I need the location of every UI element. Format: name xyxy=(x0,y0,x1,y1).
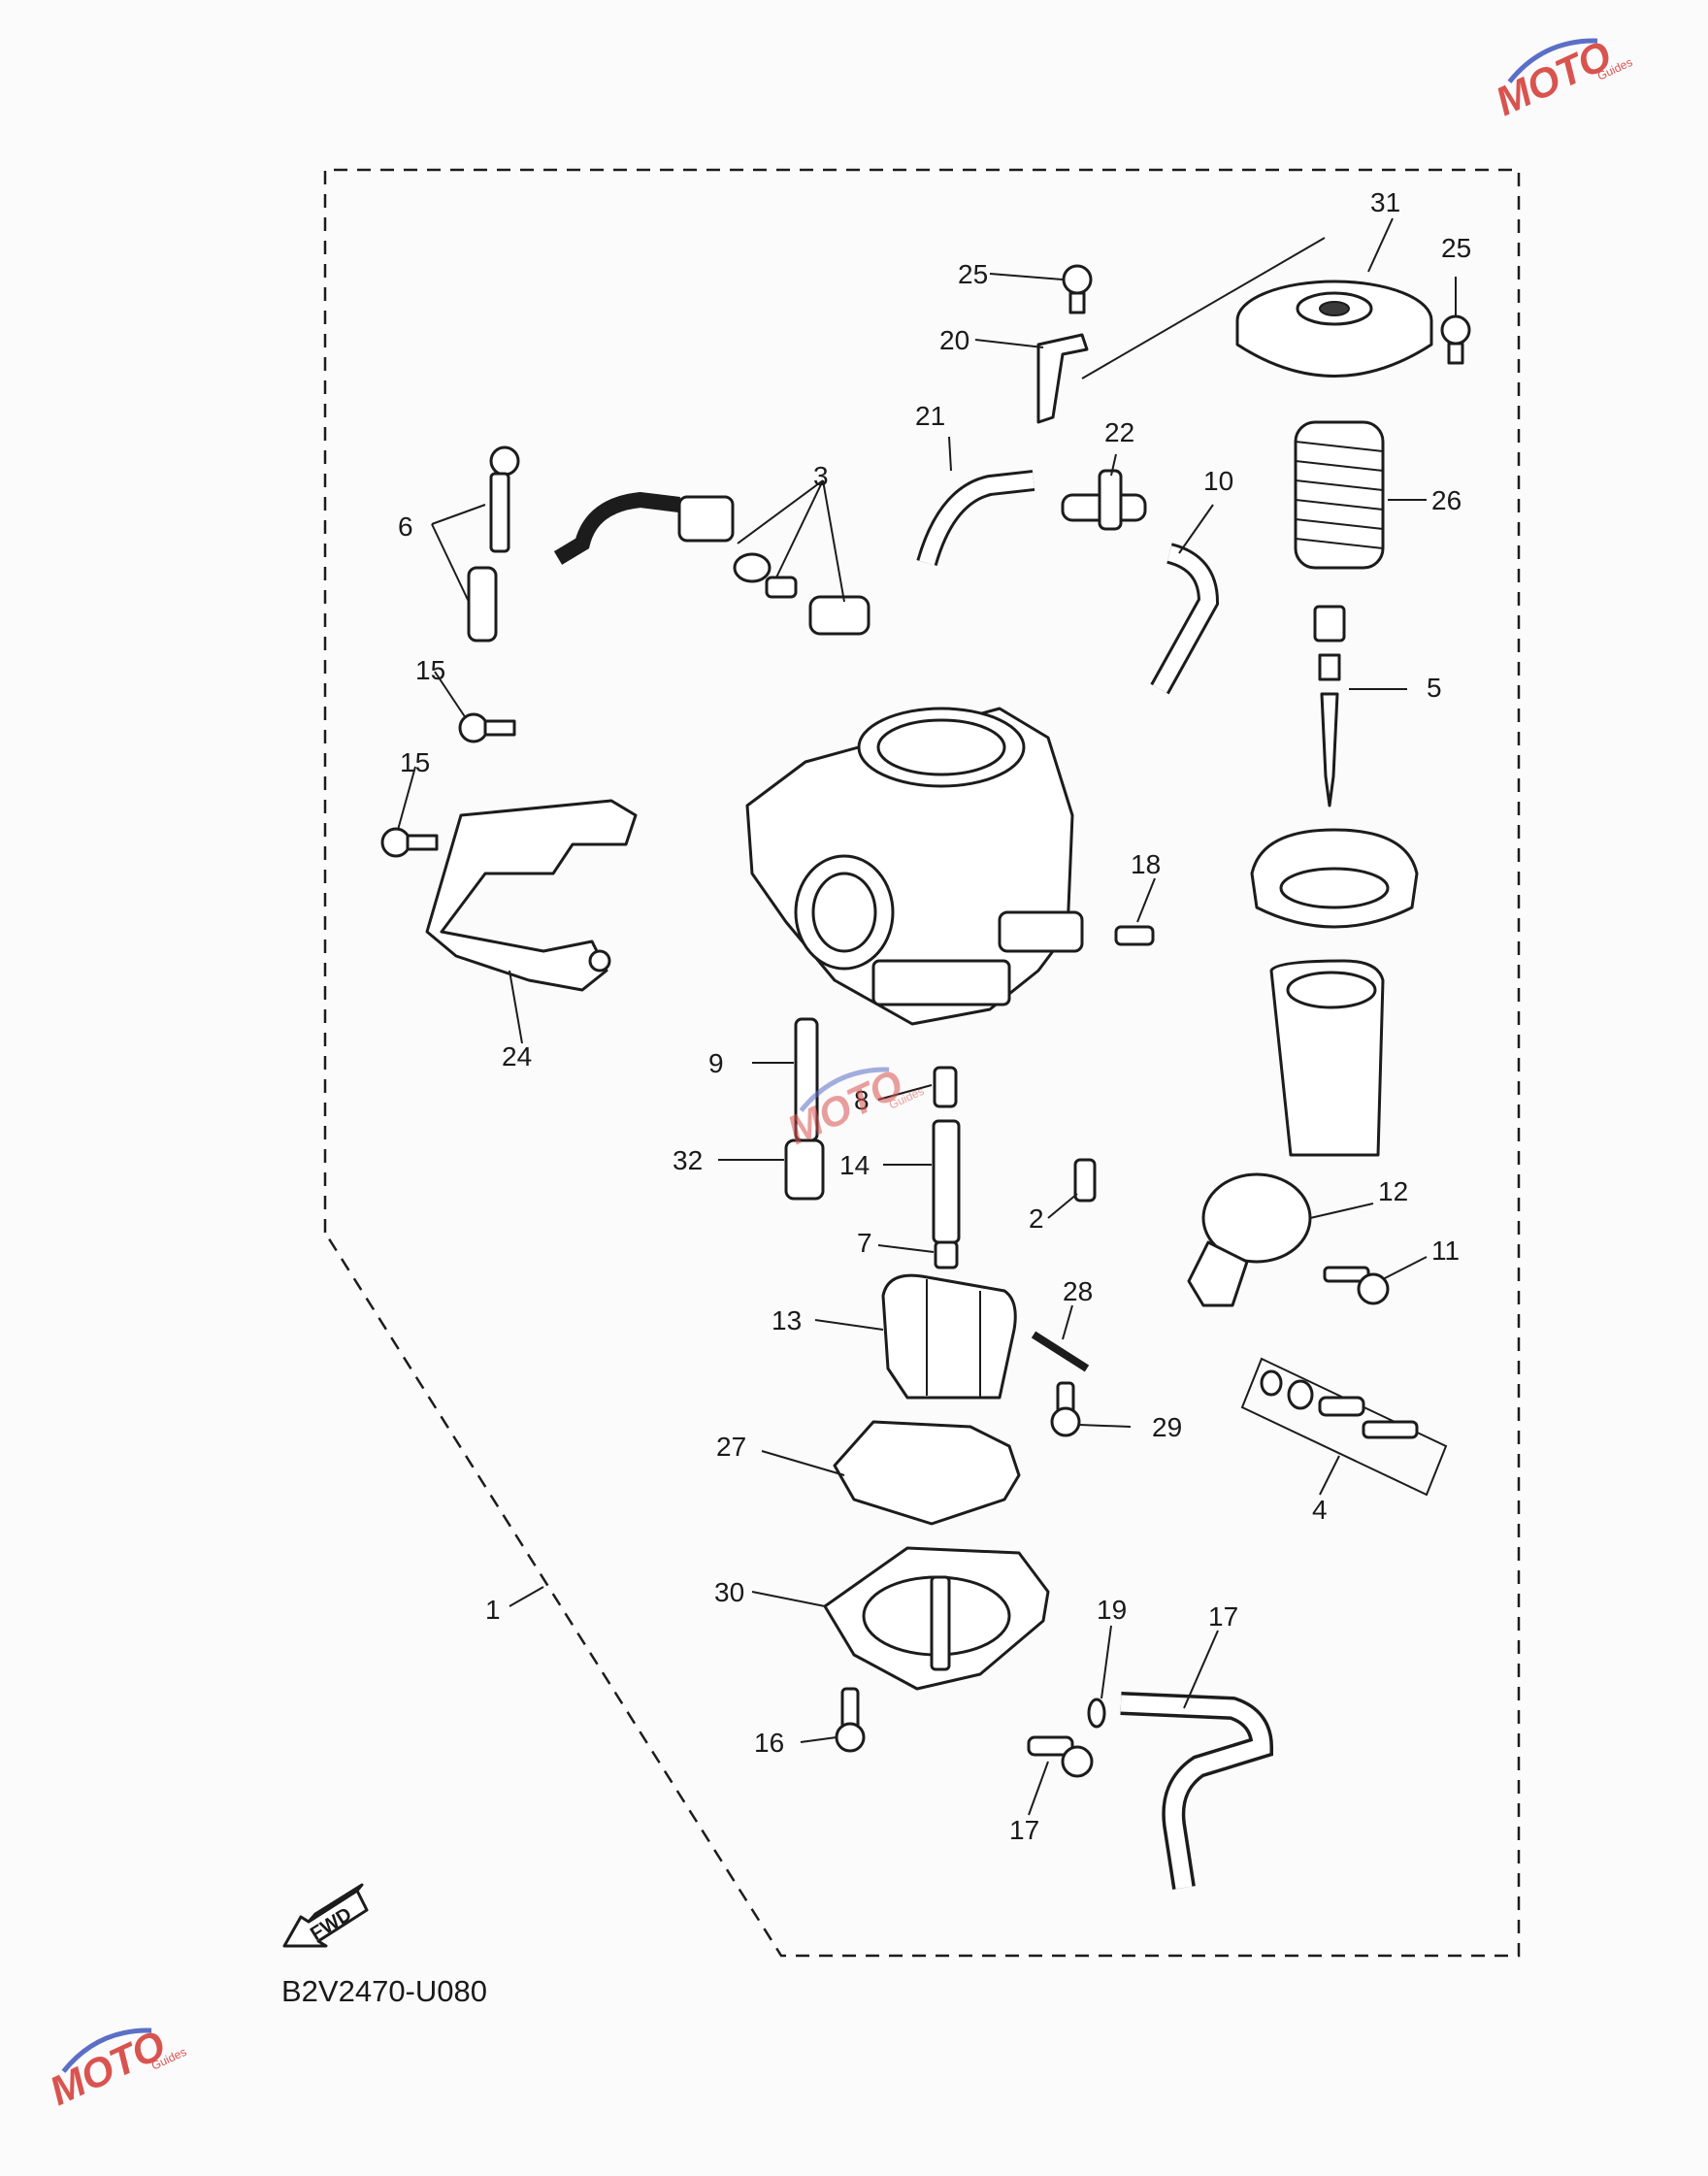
pin-28 xyxy=(1031,1331,1090,1372)
screw-15-upper xyxy=(458,712,516,743)
screw-25-right xyxy=(1440,314,1471,365)
callout-4: 4 xyxy=(1312,1495,1328,1525)
callout-31: 30 xyxy=(714,1577,744,1607)
callout-25-right: 25 xyxy=(1441,233,1471,263)
screw-15-lower xyxy=(380,827,439,858)
callout-15-lower: 15 xyxy=(400,747,430,777)
callout-24: 24 xyxy=(502,1041,532,1072)
callout-1: 1 xyxy=(485,1595,501,1625)
sensor-12 xyxy=(1187,1172,1312,1307)
screw-16 xyxy=(835,1687,866,1753)
float-13 xyxy=(881,1273,1017,1400)
main-jet-7 xyxy=(934,1240,959,1269)
screw-18 xyxy=(1114,925,1155,946)
callout-labels: 25 20 31 25 26 22 21 10 3 6 5 15 15 18 2… xyxy=(398,187,1471,1845)
callout-21: 20 xyxy=(939,325,969,355)
watermark-logo-bottom-left: MOTO Guides xyxy=(43,2022,188,2115)
drain-hose-19-inner xyxy=(1120,1695,1270,1890)
callout-28: 28 xyxy=(1063,1276,1093,1306)
starter-plunger-32 xyxy=(784,1138,825,1201)
callout-22: 21 xyxy=(915,401,945,431)
callout-3: 3 xyxy=(813,461,829,491)
fwd-arrow-icon: FWD xyxy=(282,1883,369,1948)
drain-screw-17 xyxy=(1027,1735,1094,1778)
pilot-jet-8 xyxy=(933,1066,958,1108)
callout-32: 32 xyxy=(673,1145,703,1175)
hose-10-inner xyxy=(1153,545,1217,693)
callout-15-upper: 15 xyxy=(415,655,445,685)
float-chamber-31 xyxy=(823,1546,1050,1691)
callout-16: 16 xyxy=(754,1728,784,1758)
callout-26: 26 xyxy=(1431,485,1462,515)
screw-spring-6 xyxy=(467,445,520,643)
diagram-code: B2V2470-U080 xyxy=(281,1974,487,2008)
callout-25-top: 25 xyxy=(958,259,988,289)
cable-3 xyxy=(553,491,680,565)
callout-12: 12 xyxy=(1378,1176,1408,1206)
callout-6: 6 xyxy=(398,511,413,542)
callout-29: 29 xyxy=(1152,1412,1182,1442)
cable-fitting-3 xyxy=(677,495,870,636)
callout-23: 22 xyxy=(1104,417,1134,447)
pilot-screw-set-4 xyxy=(1240,1357,1448,1497)
callout-2: 2 xyxy=(1029,1203,1044,1234)
callout-14: 14 xyxy=(839,1150,870,1180)
callout-18: 18 xyxy=(1131,849,1161,879)
spring-26 xyxy=(1294,420,1385,570)
needle-assembly-5 xyxy=(1313,605,1346,808)
screw-11 xyxy=(1323,1266,1390,1305)
callout-8: 8 xyxy=(854,1085,870,1115)
hose-22-inner xyxy=(919,473,1035,566)
diaphragm-piston xyxy=(1250,828,1419,1157)
screw-29 xyxy=(1050,1381,1081,1437)
callout-9: 9 xyxy=(708,1048,724,1078)
bracket-21 xyxy=(1036,333,1089,424)
clip-20 xyxy=(1087,1698,1106,1729)
callout-30: 31 xyxy=(1370,187,1400,217)
joint-23 xyxy=(1061,469,1147,531)
watermark-logo-top-right: MOTO Guides xyxy=(1489,32,1634,125)
screw-25-top xyxy=(1062,264,1093,314)
callout-7: 7 xyxy=(857,1228,872,1258)
carburetor-body xyxy=(745,707,1084,1026)
callout-10: 10 xyxy=(1203,466,1233,496)
drain-hose-19 xyxy=(1120,1692,1274,1890)
callout-20: 19 xyxy=(1097,1595,1127,1625)
callout-17: 17 xyxy=(1009,1815,1039,1845)
callout-27: 27 xyxy=(716,1432,746,1462)
callout-5: 5 xyxy=(1427,673,1442,703)
screw-2 xyxy=(1073,1158,1097,1203)
assembly-boundary xyxy=(323,168,1521,1958)
leader-lines xyxy=(397,217,1457,1816)
main-jet-holder-14 xyxy=(932,1119,961,1244)
callout-13: 13 xyxy=(772,1305,802,1335)
callout-19: 17 xyxy=(1208,1601,1238,1632)
gasket-27 xyxy=(833,1420,1021,1526)
callout-11: 11 xyxy=(1431,1236,1460,1266)
bracket-24 xyxy=(425,799,638,992)
top-cover-30 xyxy=(1235,280,1433,378)
